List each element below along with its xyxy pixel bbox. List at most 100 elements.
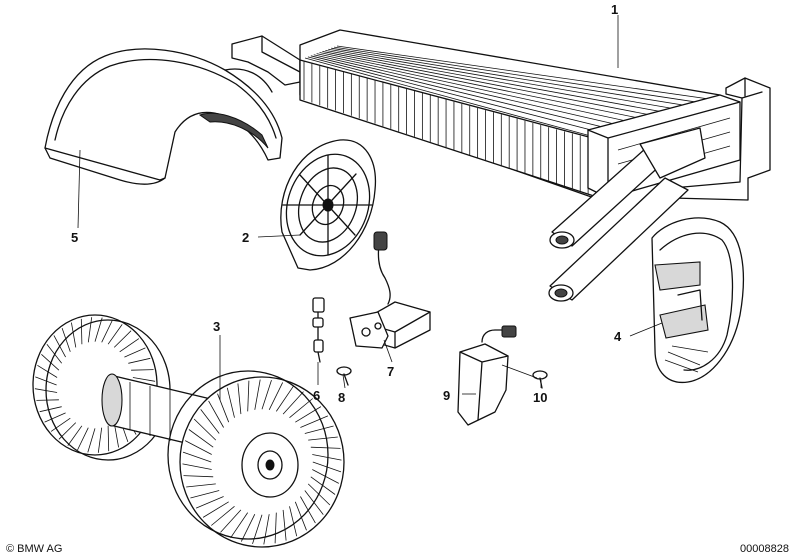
line-art-stroke — [211, 505, 235, 526]
line-art-stroke — [124, 347, 146, 358]
line-art-stroke — [304, 57, 599, 139]
line-art-stroke — [101, 319, 113, 343]
line-art-stroke — [128, 357, 151, 364]
line-art-stroke — [263, 514, 270, 545]
line-art-stroke — [77, 427, 89, 451]
line-art-stroke — [282, 509, 287, 541]
line-art-stroke — [328, 48, 684, 111]
line-art-stroke — [294, 501, 307, 531]
line-art-stroke — [336, 45, 717, 101]
line-art-stroke — [261, 379, 272, 410]
line-art-stroke — [39, 406, 62, 413]
line-art-stroke — [300, 415, 329, 428]
line-art-stroke — [307, 483, 331, 506]
screw-part-8 — [336, 366, 352, 386]
line-art-stroke — [182, 463, 212, 470]
line-art-stroke — [61, 327, 71, 352]
line-art-stroke — [71, 322, 77, 348]
line-art-stroke — [247, 380, 250, 412]
line-art-stroke — [186, 483, 216, 488]
callout-1: 1 — [611, 2, 618, 17]
line-art-stroke — [202, 501, 229, 518]
line-art-stroke — [310, 476, 336, 495]
line-art-stroke — [304, 425, 334, 434]
line-art-stroke — [316, 53, 641, 125]
line-art-stroke — [183, 475, 214, 478]
callout-labels: 1 2 3 4 5 6 7 8 9 10 — [71, 2, 622, 405]
line-art-stroke — [193, 418, 217, 441]
line-art-stroke — [310, 55, 620, 132]
line-art-stroke — [35, 376, 57, 386]
line-art-stroke — [132, 377, 156, 382]
callout-10: 10 — [533, 390, 547, 405]
line-art-stroke — [87, 317, 93, 343]
line-art-stroke — [34, 388, 58, 393]
line-art-stroke — [254, 379, 261, 410]
copyright-brand: © BMW AG — [6, 543, 62, 555]
heater-core-part-1 — [231, 29, 771, 302]
grille-part-2 — [280, 139, 377, 271]
line-art-stroke — [295, 406, 322, 423]
line-art-stroke — [80, 318, 83, 345]
line-art-stroke — [182, 451, 212, 463]
line-art-stroke — [67, 425, 83, 446]
drawing-number: 00008828 — [740, 543, 789, 555]
resistor-part-7 — [349, 231, 431, 349]
line-art-stroke — [313, 54, 631, 129]
line-art-stroke — [230, 512, 249, 539]
callout-8: 8 — [338, 390, 345, 405]
line-art-stroke — [312, 469, 339, 484]
callout-3: 3 — [213, 319, 220, 334]
line-art-stroke — [252, 514, 263, 545]
line-art-stroke — [220, 509, 242, 533]
line-art-stroke — [107, 324, 123, 345]
line-art-stroke — [310, 446, 341, 449]
line-art-stroke — [319, 52, 652, 122]
line-art-stroke — [36, 399, 59, 401]
line-art-stroke — [289, 398, 313, 419]
blower-cover-part-5 — [44, 48, 283, 185]
line-art-stroke — [195, 496, 224, 509]
line-art-stroke — [185, 440, 212, 455]
line-art-stroke — [200, 409, 220, 434]
line-art-stroke — [113, 330, 132, 348]
line-art-stroke — [282, 391, 304, 415]
line-art-stroke — [300, 496, 316, 524]
line-art-stroke — [58, 422, 77, 440]
line-art-stroke — [44, 412, 66, 423]
callout-5: 5 — [71, 230, 78, 245]
screw-part-10 — [532, 370, 548, 389]
line-art-stroke — [190, 490, 220, 499]
callout-7: 7 — [387, 364, 394, 379]
flap-part-4 — [651, 217, 745, 384]
line-art-stroke — [237, 383, 242, 415]
line-art-stroke — [37, 364, 58, 378]
callout-4: 4 — [614, 329, 622, 344]
line-art-stroke — [226, 387, 235, 418]
cable-part-6 — [312, 297, 325, 363]
leader-lines — [77, 15, 663, 400]
callout-2: 2 — [242, 230, 249, 245]
callout-9: 9 — [443, 388, 450, 403]
line-art-stroke — [274, 512, 277, 544]
line-art-stroke — [107, 425, 110, 452]
line-art-stroke — [304, 490, 324, 515]
line-art-stroke — [268, 382, 284, 410]
line-art-stroke — [50, 417, 71, 432]
line-art-stroke — [312, 461, 342, 473]
line-art-stroke — [289, 506, 298, 537]
line-art-stroke — [46, 344, 63, 364]
line-art-stroke — [334, 46, 706, 104]
line-art-stroke — [312, 454, 342, 461]
line-art-stroke — [94, 317, 103, 342]
line-art-stroke — [322, 51, 663, 118]
line-art-stroke — [53, 335, 66, 358]
line-art-stroke — [307, 56, 609, 135]
blower-motor-part-3 — [32, 314, 345, 548]
line-art-stroke — [331, 47, 695, 108]
line-art-stroke — [325, 49, 674, 115]
line-art-stroke — [87, 428, 96, 453]
line-art-stroke — [131, 369, 154, 371]
line-art-stroke — [188, 429, 214, 448]
